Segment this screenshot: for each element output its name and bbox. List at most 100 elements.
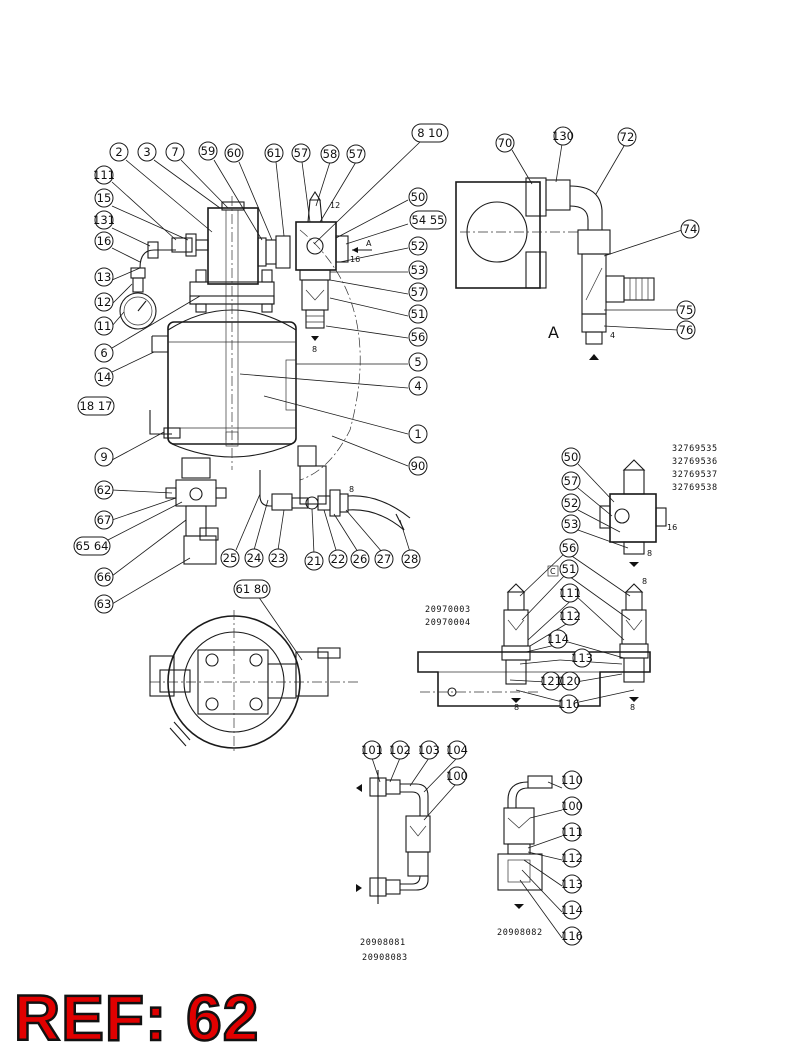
callout-bubble: 112	[561, 848, 583, 868]
size-label-8e: 8	[514, 703, 519, 712]
callout-bubble: 53	[408, 260, 428, 280]
svg-text:116: 116	[558, 697, 580, 711]
callout-bubble: 90	[408, 456, 428, 476]
callout-bubbles: 2 3 7 59 60 61 57 58 57 8 10 111 15 131 …	[73, 123, 700, 946]
svg-text:11: 11	[97, 319, 112, 333]
callout-bubble: 5	[408, 352, 428, 372]
svg-text:56: 56	[562, 541, 577, 555]
callout-bubble: 53	[561, 514, 581, 534]
svg-text:22: 22	[331, 552, 346, 566]
leader-lines	[103, 141, 683, 939]
reference-label: REF: 62	[13, 981, 260, 1054]
size-label-8d: 8	[642, 577, 647, 586]
svg-text:111: 111	[93, 168, 115, 182]
part-code: 32769536	[672, 457, 718, 467]
callout-bubble: 75	[676, 300, 696, 320]
size-label-8c: 8	[647, 549, 652, 558]
callout-bubble: 74	[680, 219, 700, 239]
svg-text:63: 63	[97, 597, 112, 611]
svg-text:24: 24	[247, 551, 262, 565]
callout-bubble: 6	[94, 343, 114, 363]
callout-bubble: 76	[676, 320, 696, 340]
callout-bubble: 72	[617, 127, 637, 147]
part-code: 20908083	[362, 953, 408, 963]
callout-bubble: 57	[561, 471, 581, 491]
svg-text:100: 100	[446, 769, 468, 783]
svg-text:2: 2	[115, 145, 122, 159]
svg-text:58: 58	[323, 147, 338, 161]
svg-text:90: 90	[411, 459, 426, 473]
svg-text:14: 14	[97, 370, 112, 384]
svg-text:51: 51	[411, 307, 426, 321]
callout-bubble: 101	[361, 740, 383, 760]
svg-text:7: 7	[171, 145, 178, 159]
callout-bubble: 67	[94, 510, 114, 530]
callout-bubble: 26	[350, 549, 370, 569]
svg-text:26: 26	[353, 552, 368, 566]
callout-bubble: 65 64	[73, 536, 111, 556]
svg-text:12: 12	[97, 295, 112, 309]
callout-bubble: 113	[571, 648, 593, 668]
callout-bubble: 130	[552, 126, 574, 146]
svg-text:76: 76	[679, 323, 694, 337]
svg-text:61 80: 61 80	[236, 582, 269, 596]
top-view-detail	[149, 610, 360, 752]
callout-bubble: 70	[495, 133, 515, 153]
size-label-8f: 8	[630, 703, 635, 712]
callout-bubble: 3	[137, 142, 157, 162]
callout-bubble: 131	[93, 210, 115, 230]
callout-bubble: 61	[264, 143, 284, 163]
svg-text:65 64: 65 64	[76, 539, 109, 553]
svg-text:1: 1	[414, 427, 421, 441]
svg-text:53: 53	[564, 517, 579, 531]
callout-bubble: 12	[94, 292, 114, 312]
callout-bubble: 25	[220, 548, 240, 568]
svg-text:101: 101	[361, 743, 383, 757]
svg-text:116: 116	[561, 929, 583, 943]
svg-text:120: 120	[559, 674, 581, 688]
size-label-16: 16	[350, 255, 360, 264]
callout-bubble: 114	[561, 900, 583, 920]
svg-text:111: 111	[559, 586, 581, 600]
callout-bubble: 100	[446, 766, 468, 786]
svg-text:6: 6	[100, 346, 107, 360]
svg-text:111: 111	[561, 825, 583, 839]
callout-bubble: 111	[561, 822, 583, 842]
tube-assembly-detail	[356, 770, 431, 904]
callout-bubble: 112	[559, 606, 581, 626]
callout-bubble: 14	[94, 367, 114, 387]
callout-bubble: 13	[94, 267, 114, 287]
svg-text:113: 113	[571, 651, 593, 665]
size-label-12: 12	[330, 201, 340, 210]
callout-bubble: 63	[94, 594, 114, 614]
callout-bubble: 66	[94, 567, 114, 587]
svg-text:52: 52	[411, 239, 426, 253]
callout-bubble: 103	[418, 740, 440, 760]
callout-bubble: 57	[408, 282, 428, 302]
svg-text:114: 114	[561, 903, 583, 917]
manifold-detail: 16 8 8	[599, 459, 677, 586]
callout-bubble: 8 10	[411, 123, 449, 143]
svg-text:66: 66	[97, 570, 112, 584]
callout-bubble: 52	[408, 236, 428, 256]
callout-bubble: 4	[408, 376, 428, 396]
svg-text:16: 16	[97, 234, 112, 248]
callout-bubble: 11	[94, 316, 114, 336]
svg-text:72: 72	[620, 130, 635, 144]
callout-bubble: 50	[561, 447, 581, 467]
svg-text:53: 53	[411, 263, 426, 277]
view-a-detail: 4 A	[455, 177, 655, 360]
svg-text:60: 60	[227, 146, 242, 160]
svg-text:112: 112	[559, 609, 581, 623]
svg-text:67: 67	[97, 513, 112, 527]
callout-bubble: 51	[408, 304, 428, 324]
svg-text:113: 113	[561, 877, 583, 891]
callout-bubble: 120	[559, 671, 581, 691]
callout-bubble: 116	[558, 694, 580, 714]
callout-bubble: 15	[94, 188, 114, 208]
callout-bubble: 51	[559, 559, 579, 579]
callout-bubble: 111	[93, 165, 115, 185]
box-label-c: C	[550, 567, 556, 576]
svg-text:15: 15	[97, 191, 112, 205]
callout-bubble: 9	[94, 447, 114, 467]
